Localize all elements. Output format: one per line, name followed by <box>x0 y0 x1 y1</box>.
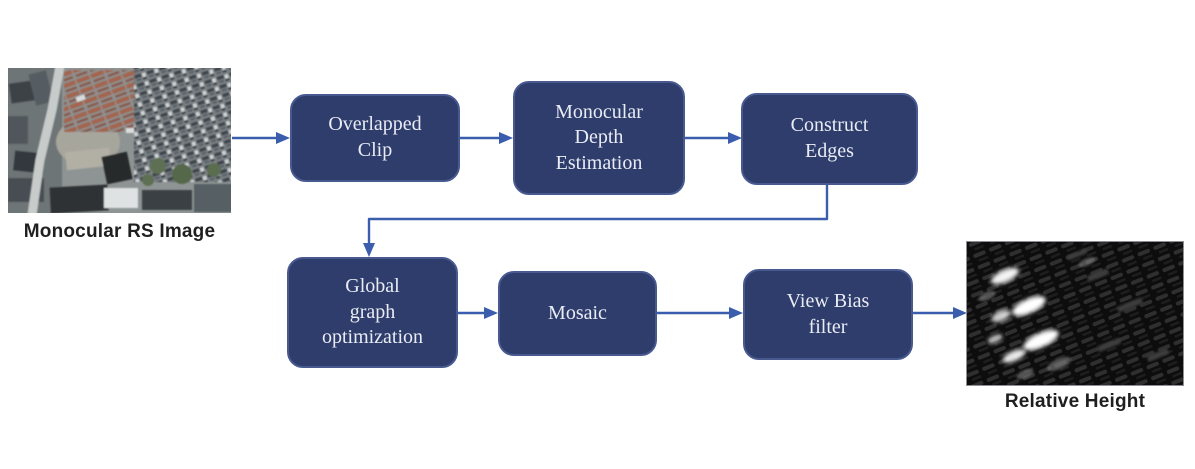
satellite-photo-graphic <box>8 68 231 213</box>
node-overlapped-clip: Overlapped Clip <box>290 94 460 182</box>
monocular-rs-image <box>8 68 231 213</box>
relative-height-image <box>966 241 1184 386</box>
node-overlapped-clip-label: Overlapped Clip <box>328 113 422 161</box>
node-monocular-depth-estimation-label: Monocular Depth Estimation <box>555 100 643 174</box>
node-mosaic: Mosaic <box>498 271 657 356</box>
node-view-bias-filter: View Bias filter <box>743 269 913 360</box>
node-global-graph-optimization-label: Global graph optimization <box>321 275 424 349</box>
node-global-graph-optimization: Global graph optimization <box>287 257 458 368</box>
node-construct-edges-label: Construct Edges <box>790 114 869 162</box>
node-mosaic-label: Mosaic <box>548 301 607 324</box>
source-image-caption: Monocular RS Image <box>23 221 216 242</box>
node-monocular-depth-estimation: Monocular Depth Estimation <box>513 81 685 195</box>
output-image-caption: Relative Height <box>1004 391 1146 412</box>
height-map-graphic <box>967 242 1183 385</box>
node-view-bias-filter-label: View Bias filter <box>786 289 870 338</box>
node-construct-edges: Construct Edges <box>741 93 918 185</box>
